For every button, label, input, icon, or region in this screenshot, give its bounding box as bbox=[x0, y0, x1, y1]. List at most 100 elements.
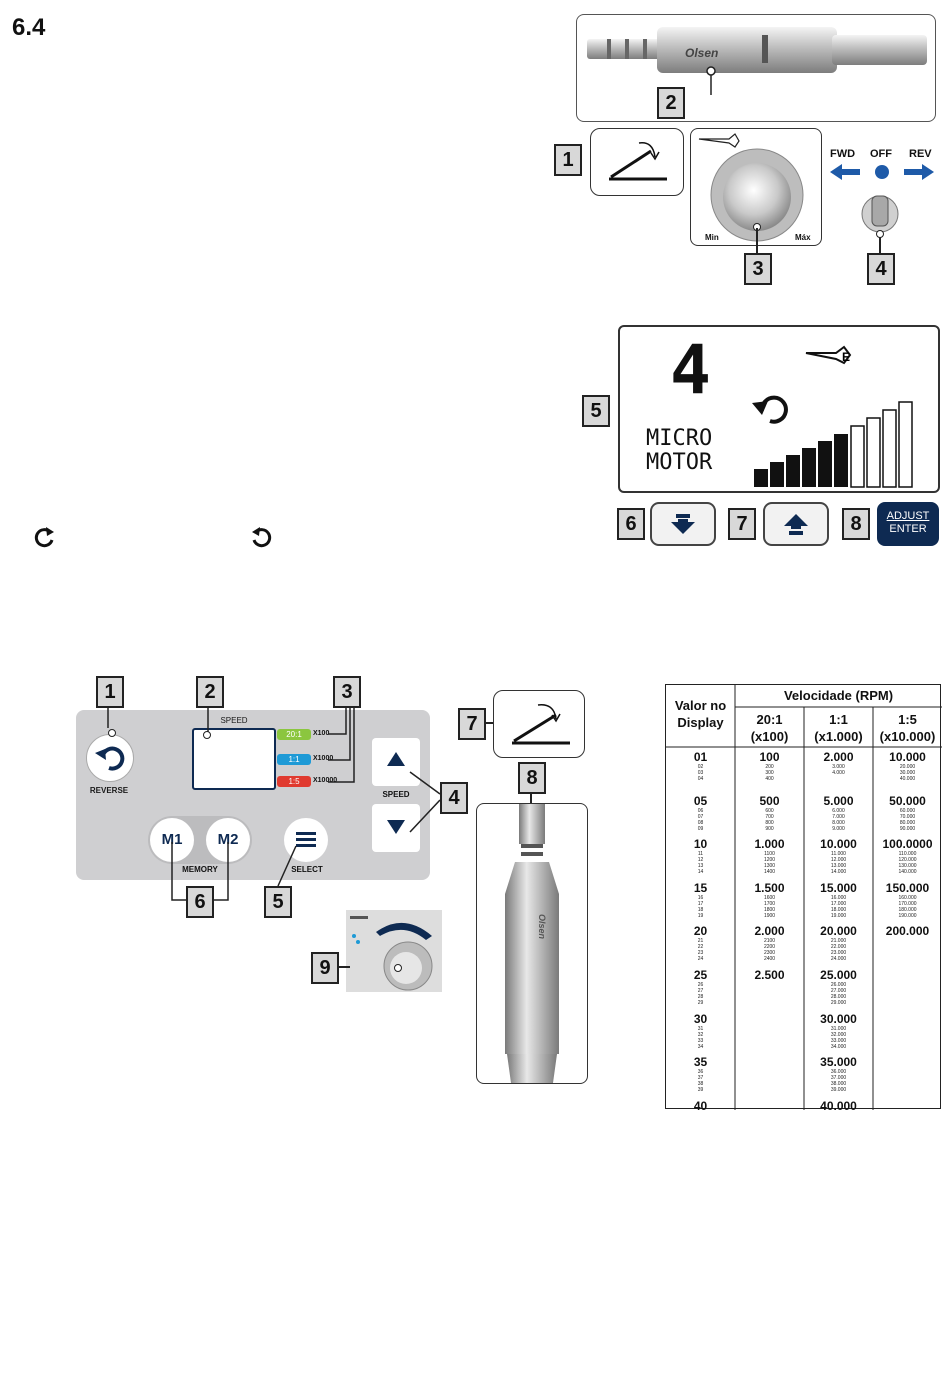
callout-5: 5 bbox=[582, 395, 610, 427]
table-cell-sub: 13 bbox=[697, 863, 704, 870]
up-arrow-icon bbox=[784, 514, 808, 535]
speed-down-button[interactable] bbox=[372, 804, 420, 852]
callout-4: 4 bbox=[867, 253, 895, 285]
col-5-header: 1:5(x10.000) bbox=[879, 712, 936, 744]
table-cell-sub: 32 bbox=[697, 1031, 704, 1038]
down-arrow-icon bbox=[671, 514, 695, 534]
table-cell-main: 10.000 bbox=[820, 837, 857, 852]
enter-label: ENTER bbox=[889, 523, 927, 535]
table-cell-sub: 14.000 bbox=[830, 869, 847, 876]
table-cell-sub: 11.000 bbox=[831, 851, 846, 858]
table-cell-sub: 36.000 bbox=[830, 1069, 847, 1076]
reverse-icon bbox=[95, 746, 125, 771]
micromotor-box: Olsen bbox=[476, 803, 588, 1084]
table-cell-sub: 08 bbox=[697, 819, 704, 826]
table-cell-main: 1.500 bbox=[754, 880, 785, 895]
panel-callout-1: 1 bbox=[96, 676, 124, 708]
rev-arrow-icon bbox=[904, 164, 934, 180]
micromotor-brand: Olsen bbox=[537, 914, 547, 940]
table-cell-sub: 30.000 bbox=[899, 770, 916, 776]
table-grid bbox=[666, 685, 942, 1110]
triangle-up-icon bbox=[387, 752, 405, 766]
table-cell-sub: 29.000 bbox=[830, 1000, 847, 1006]
m2-button[interactable]: M2 bbox=[206, 818, 250, 862]
display-number: 4 bbox=[670, 331, 711, 410]
table-cell-sub: 34 bbox=[697, 1043, 704, 1050]
table-cell-sub: 180.000 bbox=[898, 906, 917, 913]
down-button[interactable] bbox=[650, 502, 716, 546]
table-cell-sub: 1200 bbox=[763, 857, 776, 864]
mult-100-label: X100 bbox=[313, 730, 330, 737]
table-cell-sub: 16 bbox=[697, 894, 704, 901]
switch-rev-label: REV bbox=[909, 148, 932, 160]
table-cell-sub: 24.000 bbox=[830, 956, 847, 963]
select-label: SELECT bbox=[291, 865, 323, 874]
svg-text:E: E bbox=[842, 350, 850, 364]
switch-off-label: OFF bbox=[870, 148, 892, 160]
table-cell-sub: 70.000 bbox=[899, 813, 916, 820]
table-cell-sub: 29 bbox=[697, 1000, 704, 1006]
ratio-1-badge: 1:1 bbox=[277, 754, 311, 765]
control-panel: REVERSE SPEED 20:1 X100 1:1 X1000 1:5 X1… bbox=[76, 710, 430, 880]
table-cell-sub: 27 bbox=[697, 988, 704, 994]
table-cell-sub: 40.000 bbox=[899, 776, 916, 782]
foot-pedal-icon bbox=[609, 142, 667, 181]
table-cell-sub: 19 bbox=[697, 912, 704, 919]
callout-6: 6 bbox=[617, 508, 645, 540]
table-cell-main: 40 bbox=[693, 1098, 708, 1113]
table-cell-sub: 18.000 bbox=[830, 906, 847, 913]
panel-foot-pedal-icon bbox=[512, 704, 570, 745]
table-cell-sub: 31.000 bbox=[830, 1025, 847, 1032]
table-cell-main: 30 bbox=[693, 1011, 708, 1026]
table-cell-sub: 28.000 bbox=[830, 994, 847, 1000]
panel-callout-4: 4 bbox=[440, 782, 468, 814]
table-cell-sub: 900 bbox=[765, 825, 774, 832]
table-cell-sub: 160.000 bbox=[898, 894, 917, 901]
table-cell-sub: 26 bbox=[697, 982, 704, 988]
table-cell-sub: 31 bbox=[697, 1025, 704, 1032]
table-cell-sub: 2200 bbox=[763, 944, 776, 951]
table-cell-sub: 26.000 bbox=[830, 982, 847, 988]
lcd-display: 4 MICRO MOTOR E bbox=[618, 325, 940, 493]
table-cell-sub: 110.000 bbox=[898, 851, 917, 858]
panel-callout-6: 6 bbox=[186, 886, 214, 918]
table-cell-main: 30.000 bbox=[820, 1011, 857, 1026]
table-cell-sub: 33 bbox=[697, 1037, 704, 1044]
table-cell-main: 15 bbox=[693, 880, 708, 895]
table-cell-sub: 1300 bbox=[763, 863, 776, 870]
up-button[interactable] bbox=[763, 502, 829, 546]
table-cell-sub: 170.000 bbox=[898, 900, 917, 907]
col-20-header: 20:1(x100) bbox=[750, 712, 789, 744]
table-cell-sub: 9.000 bbox=[832, 825, 845, 832]
table-cell-sub: 2300 bbox=[763, 950, 776, 957]
speed-up-button[interactable] bbox=[372, 738, 420, 786]
table-cell-sub: 34.000 bbox=[830, 1043, 847, 1050]
table-cell-main: 40.000 bbox=[820, 1098, 857, 1113]
table-cell-main: 05 bbox=[693, 793, 708, 808]
ratio-5-badge: 1:5 bbox=[277, 776, 311, 787]
table-cell-sub: 39 bbox=[697, 1087, 704, 1094]
reverse-button[interactable] bbox=[86, 734, 134, 782]
table-cell-sub: 120.000 bbox=[898, 857, 917, 864]
speed-knob-image bbox=[698, 133, 804, 242]
table-cell-main: 15.000 bbox=[820, 880, 857, 895]
callout-7: 7 bbox=[728, 508, 756, 540]
table-cell-main: 10.000 bbox=[889, 750, 926, 764]
speed-title: SPEED bbox=[220, 716, 248, 725]
speed-knob-box: Min Máx bbox=[690, 128, 822, 246]
table-cell-sub: 28 bbox=[697, 994, 704, 1000]
table-cell-main: 150.000 bbox=[885, 880, 930, 895]
table-cell-sub: 07 bbox=[697, 813, 704, 820]
table-cell-main: 2.000 bbox=[754, 924, 785, 939]
reverse-rotation-icon bbox=[759, 395, 788, 424]
adjust-enter-button[interactable]: ADJUST ENTER bbox=[877, 502, 939, 546]
panel-callout-3: 3 bbox=[333, 676, 361, 708]
knob-min-label: Min bbox=[705, 233, 719, 242]
spray-knob-box bbox=[346, 910, 442, 992]
foot-pedal-icon-box bbox=[590, 128, 684, 196]
callout-1: 1 bbox=[554, 144, 582, 176]
table-cell-sub: 4.000 bbox=[832, 770, 845, 776]
table-cell-main: 1.000 bbox=[754, 837, 785, 852]
